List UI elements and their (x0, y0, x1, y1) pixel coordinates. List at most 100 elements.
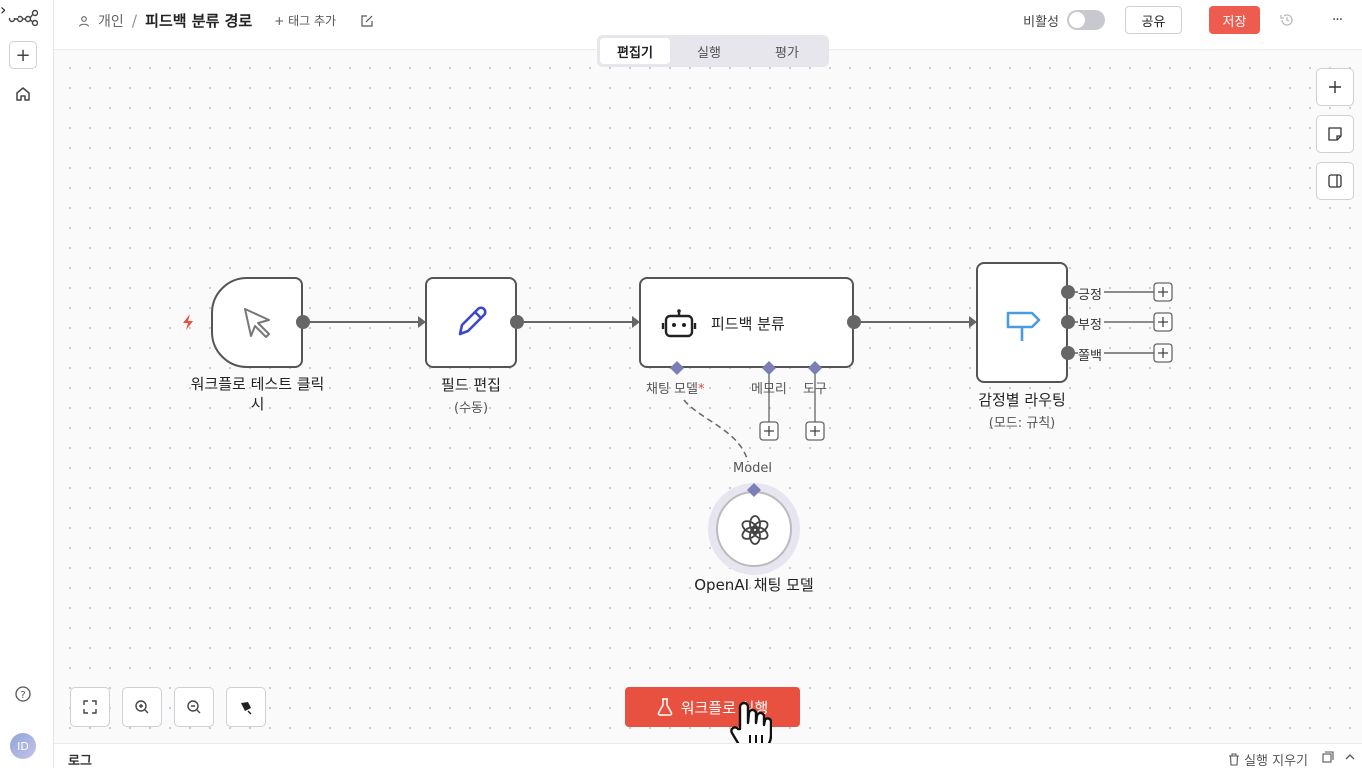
required-marker: * (697, 382, 705, 397)
plus-icon (1329, 81, 1341, 93)
help-icon[interactable]: ? (14, 685, 32, 703)
svg-text:?: ? (20, 690, 25, 701)
add-tag-button[interactable]: + 태그 추가 (274, 14, 337, 28)
openai-model-port[interactable] (746, 482, 762, 498)
avatar[interactable]: ID (10, 733, 36, 759)
trash-icon (1229, 753, 1240, 766)
tab-editor[interactable]: 편집기 (600, 38, 670, 64)
edit-fields-title: 필드 편집 (441, 376, 501, 394)
more-options-button[interactable]: ··· (1331, 12, 1343, 28)
router-subtitle: (모드: 규칙) (988, 416, 1056, 431)
left-sidebar: + ? ID (0, 0, 54, 768)
classifier-node[interactable]: 피드백 분류 (639, 277, 854, 368)
router-output-negative-port[interactable] (1060, 314, 1076, 330)
run-workflow-button[interactable]: 워크플로 실행 (625, 687, 800, 727)
pop-out-icon[interactable] (1322, 751, 1334, 763)
sticky-note-icon (1328, 127, 1342, 141)
view-tabs: 편집기 실행 평가 (597, 35, 829, 67)
panel-icon (1328, 174, 1342, 188)
home-icon[interactable] (14, 85, 32, 103)
output-negative-label: 부정 (1078, 314, 1104, 333)
add-button[interactable]: + (9, 41, 37, 69)
breadcrumb-separator: / (131, 11, 138, 30)
chevron-up-icon[interactable] (1344, 751, 1356, 763)
classifier-output-port[interactable] (846, 314, 862, 330)
classifier-title: 피드백 분류 (711, 315, 785, 333)
trigger-label-line1: 워크플로 테스트 클릭 (190, 375, 325, 393)
trigger-output-port[interactable] (295, 314, 311, 330)
router-node[interactable] (976, 262, 1068, 383)
flask-icon (657, 698, 673, 716)
router-output-fallback-port[interactable] (1060, 345, 1076, 361)
add-sticky-note-button[interactable] (1316, 115, 1354, 153)
zoom-in-button[interactable] (122, 687, 162, 727)
signpost-icon (1006, 311, 1041, 341)
plus-icon: + (15, 44, 31, 66)
clear-execution-button[interactable]: 실행 지우기 (1228, 750, 1308, 768)
edit-fields-subtitle: (수동) (453, 401, 489, 416)
save-button[interactable]: 저장 (1209, 6, 1260, 34)
trigger-node-label: 워크플로 테스트 클릭 시 (180, 374, 335, 414)
add-positive-node-button[interactable] (1153, 282, 1173, 302)
active-toggle[interactable] (1067, 10, 1105, 30)
output-fallback-label: 쫄백 (1078, 345, 1104, 364)
model-port-label: Model (733, 461, 773, 476)
memory-port[interactable] (761, 360, 777, 376)
router-title: 감정별 라우팅 (978, 391, 1066, 409)
add-memory-button[interactable] (759, 421, 779, 441)
trigger-node[interactable] (211, 277, 303, 368)
openai-node-inner (716, 491, 792, 567)
zoom-out-icon (187, 700, 201, 714)
broom-icon (241, 702, 252, 715)
workflow-canvas[interactable] (54, 50, 1362, 743)
chat-model-label-text: 채팅 모델 (646, 382, 698, 397)
add-fallback-node-button[interactable] (1153, 343, 1173, 363)
edit-fields-label: 필드 편집 (수동) (416, 374, 526, 416)
router-output-positive-port[interactable] (1060, 284, 1076, 300)
tool-port-label: 도구 (803, 382, 827, 397)
cursor-icon (244, 308, 270, 338)
edit-fields-node[interactable] (425, 277, 517, 368)
add-node-button[interactable] (1316, 68, 1354, 106)
workflow-title[interactable]: 피드백 분류 경로 (145, 12, 253, 30)
chevron-right-icon: › (0, 0, 7, 19)
add-negative-node-button[interactable] (1153, 312, 1173, 332)
chat-model-port[interactable] (669, 360, 685, 376)
active-label: 비활성 (1023, 14, 1059, 30)
clear-execution-label: 실행 지우기 (1244, 754, 1308, 768)
toggle-panel-button[interactable] (1316, 162, 1354, 200)
history-icon[interactable] (1279, 12, 1295, 28)
expand-sidebar-button[interactable]: › (0, 0, 18, 19)
tool-port[interactable] (807, 360, 823, 376)
canvas-zoom-controls (70, 687, 266, 727)
person-icon (78, 15, 90, 27)
add-tool-button[interactable] (805, 421, 825, 441)
edit-fields-output-port[interactable] (509, 314, 525, 330)
header-actions: 비활성 공유 저장 ··· (1023, 5, 1362, 35)
edit-description-icon[interactable] (360, 14, 374, 28)
tab-evaluations[interactable]: 평가 (775, 45, 799, 61)
log-title: 로그 (68, 754, 92, 768)
zoom-out-button[interactable] (174, 687, 214, 727)
memory-port-label: 메모리 (751, 382, 787, 397)
openai-model-label: OpenAI 채팅 모델 (694, 576, 814, 594)
router-label: 감정별 라우팅 (모드: 규칙) (962, 389, 1082, 431)
breadcrumb-owner[interactable]: 개인 (98, 13, 124, 30)
tab-executions[interactable]: 실행 (697, 45, 721, 61)
trigger-bolt-icon (183, 314, 193, 330)
pencil-icon (458, 306, 487, 336)
chat-model-port-label: 채팅 모델* (646, 378, 704, 397)
app-logo-icon[interactable] (8, 8, 38, 26)
fit-view-icon (83, 700, 97, 714)
trigger-label-line2: 시 (250, 395, 265, 413)
canvas-side-tools (1316, 68, 1354, 209)
robot-icon (661, 309, 697, 338)
tidy-up-button[interactable] (226, 687, 266, 727)
openai-icon (741, 515, 769, 545)
log-panel-bar[interactable]: 로그 실행 지우기 (54, 743, 1362, 768)
fit-view-button[interactable] (70, 687, 110, 727)
breadcrumb: 개인 / 피드백 분류 경로 + 태그 추가 (78, 10, 374, 31)
share-button[interactable]: 공유 (1125, 6, 1182, 34)
openai-model-node[interactable] (708, 483, 800, 575)
